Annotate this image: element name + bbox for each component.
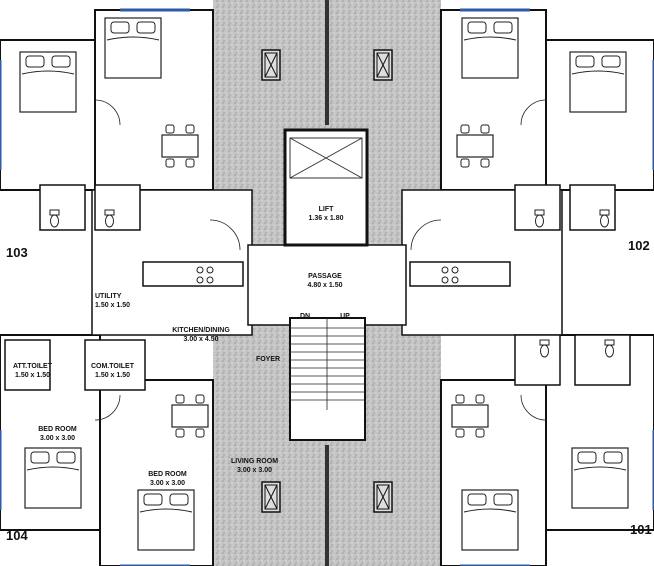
passage-size: 4.80 x 1.50 bbox=[307, 282, 343, 289]
kitchen-label: KITCHEN/DINING 3.00 x 4.50 bbox=[165, 326, 237, 344]
utility-size: 1.50 x 1.50 bbox=[95, 302, 131, 309]
lift-size: 1.36 x 1.80 bbox=[308, 215, 344, 222]
bed-icon bbox=[24, 447, 82, 509]
passage-name: PASSAGE bbox=[308, 273, 342, 280]
att-toilet-name: ATT.TOILET bbox=[12, 363, 53, 370]
bed-room-2-size: 3.00 x 3.00 bbox=[149, 480, 186, 487]
unit-102-number: 102 bbox=[628, 238, 650, 253]
bed-icon bbox=[104, 17, 162, 79]
bed-room-1-label: BED ROOM 3.00 x 3.00 bbox=[25, 425, 90, 443]
toilet-block-103 bbox=[39, 184, 141, 231]
utility-label: UTILITY 1.50 x 1.50 bbox=[95, 292, 145, 310]
stairs-down-label: DN bbox=[299, 313, 311, 320]
unit-103-number: 103 bbox=[6, 245, 28, 260]
kitchen-size: 3.00 x 4.50 bbox=[183, 336, 219, 343]
bed-icon bbox=[461, 17, 519, 79]
bed-icon bbox=[19, 51, 77, 113]
shaft-duct-2 bbox=[373, 49, 393, 81]
living-room-size: 3.00 x 3.00 bbox=[236, 467, 273, 474]
living-room-label: LIVING ROOM 3.00 x 3.00 bbox=[222, 457, 287, 475]
att-toilet-size: 1.50 x 1.50 bbox=[14, 372, 51, 379]
stairs-up-label: UP bbox=[340, 313, 350, 320]
living-room-name: LIVING ROOM bbox=[230, 458, 279, 465]
foyer-label: FOYER bbox=[255, 356, 281, 363]
toilet-block-104 bbox=[4, 339, 146, 391]
bed-icon bbox=[461, 489, 519, 551]
bed-icon bbox=[569, 51, 627, 113]
utility-name: UTILITY bbox=[95, 293, 122, 300]
bed-room-1-size: 3.00 x 3.00 bbox=[39, 435, 76, 442]
bed-room-2-label: BED ROOM 3.00 x 3.00 bbox=[135, 470, 200, 488]
staircase bbox=[289, 317, 366, 441]
kitchen-counter-103 bbox=[142, 261, 244, 287]
lift-shaft bbox=[283, 128, 369, 247]
unit-104-number: 104 bbox=[6, 528, 28, 543]
shaft-duct-1 bbox=[261, 49, 281, 81]
com-toilet-name: COM.TOILET bbox=[90, 363, 135, 370]
toilet-block-101 bbox=[514, 334, 631, 386]
passage-label: PASSAGE 4.80 x 1.50 bbox=[285, 272, 365, 290]
att-toilet-label: ATT.TOILET 1.50 x 1.50 bbox=[10, 362, 55, 380]
unit-101-number: 101 bbox=[630, 522, 652, 537]
lift-label: LIFT 1.36 x 1.80 bbox=[287, 205, 365, 223]
bed-icon bbox=[137, 489, 195, 551]
bed-icon bbox=[571, 447, 629, 509]
bed-room-2-name: BED ROOM bbox=[148, 471, 187, 478]
kitchen-counter-102 bbox=[409, 261, 511, 287]
toilet-block-102 bbox=[514, 184, 616, 231]
lift-name: LIFT bbox=[318, 206, 334, 213]
com-toilet-size: 1.50 x 1.50 bbox=[94, 372, 131, 379]
shaft-duct-4 bbox=[373, 481, 393, 513]
kitchen-name: KITCHEN/DINING bbox=[172, 327, 230, 334]
shaft-duct-3 bbox=[261, 481, 281, 513]
com-toilet-label: COM.TOILET 1.50 x 1.50 bbox=[85, 362, 140, 380]
bed-room-1-name: BED ROOM bbox=[38, 426, 77, 433]
passage-area bbox=[247, 244, 407, 326]
